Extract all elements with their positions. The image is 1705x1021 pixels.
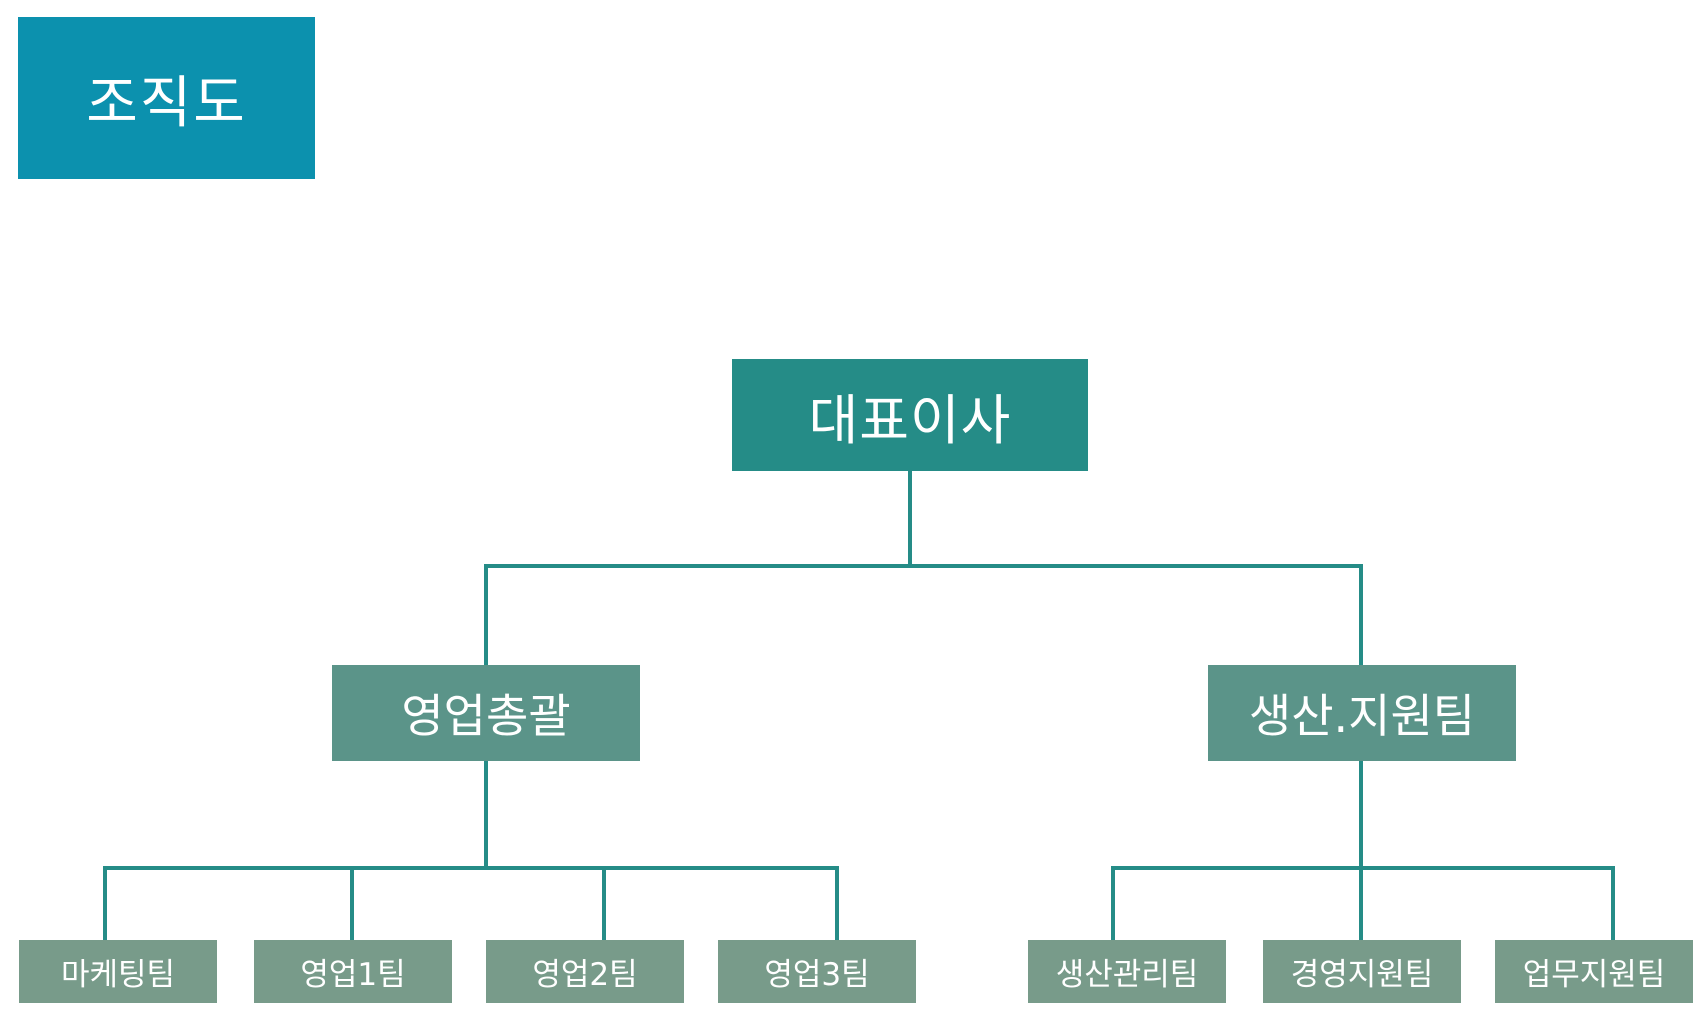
org-node-sales-team-1: 영업1팀 — [254, 940, 452, 1003]
org-node-sales-division: 영업총괄 — [332, 665, 640, 761]
page-title: 조직도 — [18, 17, 315, 179]
org-node-business-support-team: 업무지원팀 — [1495, 940, 1693, 1003]
org-node-marketing-team: 마케팅팀 — [19, 940, 217, 1003]
org-node-sales-team-2: 영업2팀 — [486, 940, 684, 1003]
org-node-sales-team-3: 영업3팀 — [718, 940, 916, 1003]
org-node-management-support-team: 경영지원팀 — [1263, 940, 1461, 1003]
org-node-ceo: 대표이사 — [732, 359, 1088, 471]
org-node-production-support-division: 생산.지원팀 — [1208, 665, 1516, 761]
org-node-production-management-team: 생산관리팀 — [1028, 940, 1226, 1003]
